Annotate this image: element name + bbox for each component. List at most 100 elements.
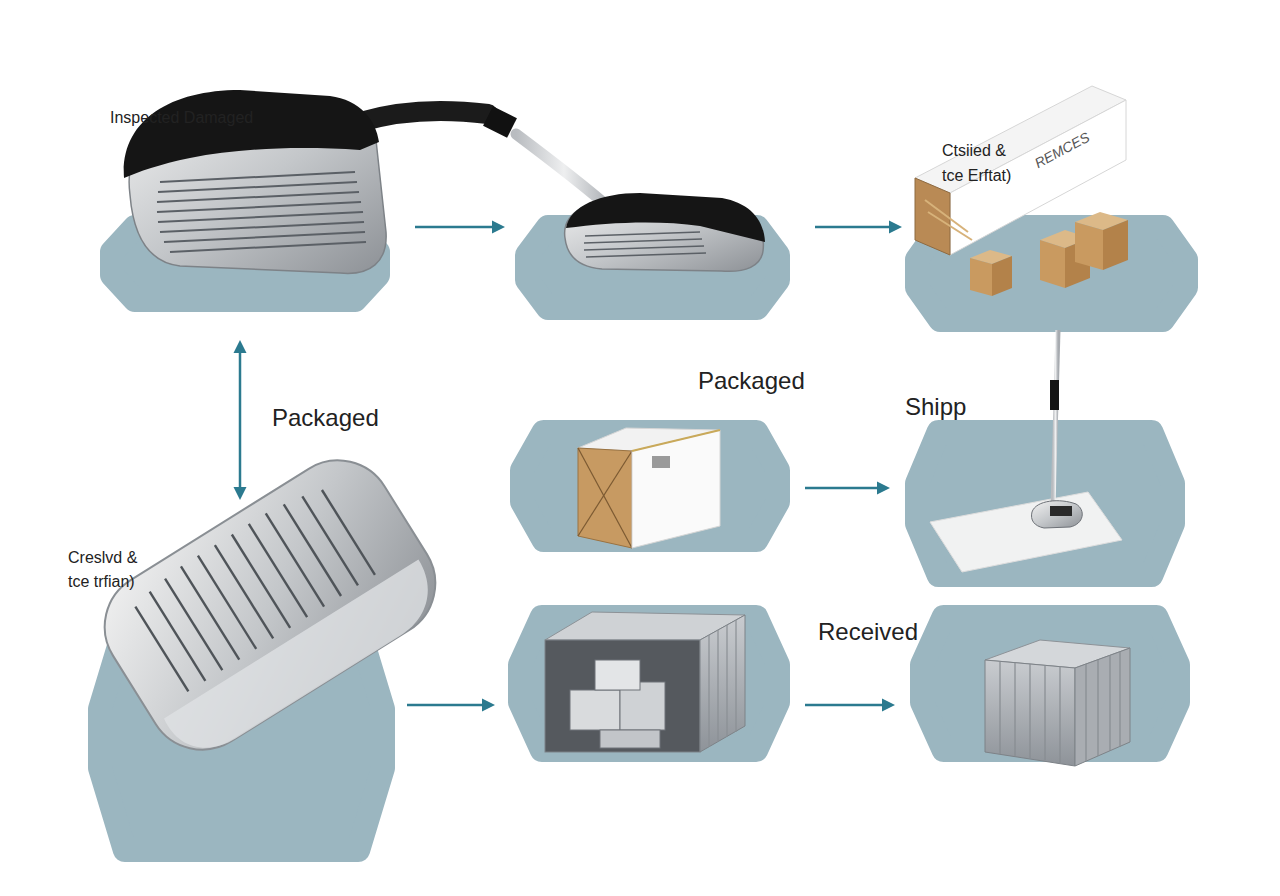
closed-container <box>985 640 1130 766</box>
platform-outline <box>917 432 1173 575</box>
rib <box>1119 652 1120 747</box>
platform-shape <box>910 605 1190 762</box>
arrow-line <box>805 487 879 490</box>
club-grip <box>1050 380 1059 410</box>
step-label: Inspected Damaged <box>110 108 330 128</box>
package-box <box>578 428 720 548</box>
box-front <box>578 448 632 548</box>
groove <box>170 242 366 252</box>
arrow-head <box>492 221 505 234</box>
groove <box>585 232 700 236</box>
groove <box>584 246 704 250</box>
rib <box>1044 665 1045 760</box>
platform-outline <box>917 227 1186 320</box>
rib <box>708 635 709 747</box>
box-print: REMCES <box>1032 129 1092 171</box>
arrow-line <box>407 704 484 707</box>
face-grooves <box>584 232 706 257</box>
box-side <box>950 100 1126 255</box>
groove <box>266 513 324 606</box>
step-label: Shipp <box>905 393 1025 421</box>
step-label: Ctsiied & tce Erftat) <box>942 138 1024 188</box>
stick <box>928 212 972 240</box>
head-badge <box>1050 506 1072 516</box>
groove <box>165 579 222 671</box>
groove <box>158 182 357 192</box>
club-crown <box>566 193 765 242</box>
rib <box>1109 655 1110 751</box>
groove <box>158 212 363 222</box>
box-tape <box>578 448 632 548</box>
step-label: Packaged <box>698 367 858 395</box>
platform-outline <box>922 617 1178 750</box>
step-label: Received <box>818 618 958 646</box>
groove <box>160 172 355 182</box>
club-shaft <box>1053 330 1058 508</box>
carton-front <box>1075 222 1103 270</box>
carton-side <box>1103 220 1128 270</box>
box-tape <box>632 430 720 451</box>
container-ribs <box>709 620 736 747</box>
platform-shape <box>100 215 390 312</box>
platform-outline <box>100 627 383 850</box>
platform-outline <box>520 617 778 750</box>
iron-sole <box>163 559 447 765</box>
box-top <box>578 428 720 451</box>
container-ribs <box>1000 652 1120 763</box>
groove <box>135 607 188 692</box>
face-grooves <box>130 482 375 692</box>
platform-node: Shipp <box>905 420 1185 587</box>
groove <box>584 239 702 243</box>
groove <box>181 566 239 659</box>
arrow-line <box>805 704 884 707</box>
platform-node <box>515 215 790 320</box>
arrow-line <box>815 226 891 229</box>
carton-top <box>1040 230 1090 248</box>
rib <box>717 630 718 742</box>
container-front <box>985 660 1075 766</box>
cloth <box>930 492 1122 572</box>
groove <box>322 490 375 575</box>
platform-outline <box>527 227 778 308</box>
club-head <box>565 197 764 271</box>
groove <box>249 524 307 617</box>
platform-node: Received <box>910 605 1190 762</box>
arrow-head <box>482 699 495 712</box>
arrow-line <box>239 351 242 489</box>
carton-front <box>970 258 992 296</box>
groove <box>215 545 273 638</box>
rib <box>999 662 1000 754</box>
platform-outline <box>112 227 378 300</box>
groove <box>302 496 358 585</box>
club-head <box>129 95 386 273</box>
groove <box>586 253 706 257</box>
flow-arrow <box>415 221 505 234</box>
flow-arrow <box>407 699 495 712</box>
arrow-line <box>415 226 494 229</box>
club-crown <box>124 90 379 178</box>
carton-top <box>1075 212 1128 230</box>
shipping-boxes <box>915 86 1128 296</box>
container-interior <box>545 640 700 752</box>
crate <box>570 690 620 730</box>
platform-shape <box>508 605 790 762</box>
edge-label: Packaged <box>272 402 379 434</box>
platform-shape <box>88 615 395 862</box>
flow-arrow <box>815 221 902 234</box>
platform-shape <box>905 420 1185 587</box>
face-grooves <box>157 172 366 252</box>
golf-club <box>124 90 765 273</box>
carton-side <box>992 256 1012 296</box>
flow-arrow <box>805 699 895 712</box>
platform-node <box>508 605 790 762</box>
platform-outline <box>522 432 778 540</box>
carton-side <box>1065 238 1090 288</box>
rib <box>735 620 736 732</box>
crate <box>600 730 660 748</box>
groove <box>232 535 290 628</box>
box-end <box>915 178 950 255</box>
carton-top <box>970 250 1012 264</box>
groove <box>157 202 361 212</box>
wedge-club <box>930 330 1122 572</box>
step-label: Creslvd & tce trfian) <box>68 546 150 594</box>
